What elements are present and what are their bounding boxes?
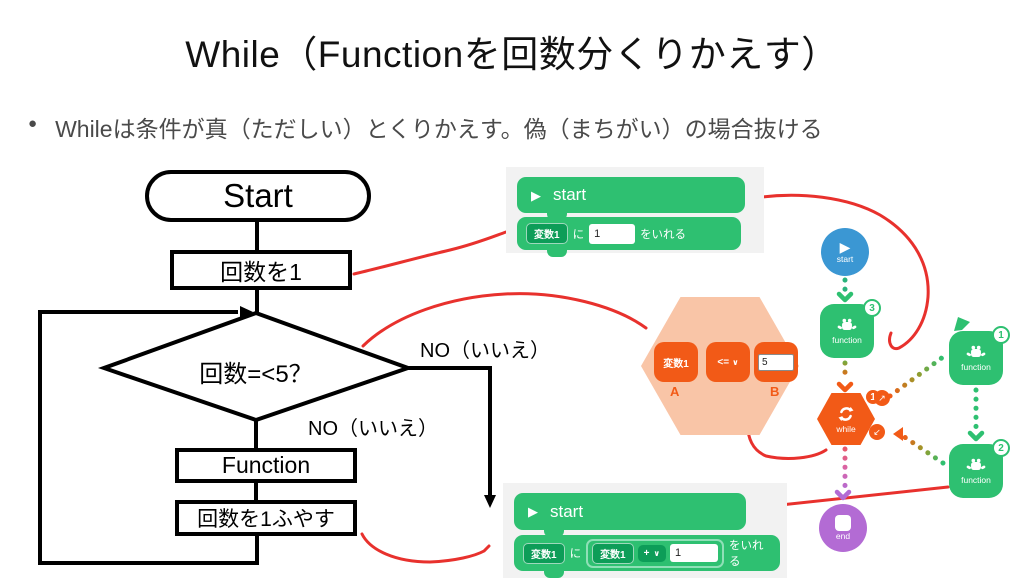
label-a: A — [670, 384, 680, 399]
variable-pill[interactable]: 変数1 — [592, 542, 634, 564]
start-hat-block-bottom[interactable]: ▶ start — [514, 493, 746, 530]
chevron-down-icon: ∨ — [732, 357, 739, 367]
start-hat-label: start — [553, 185, 587, 204]
label-b: B — [770, 384, 780, 399]
node-while-label: while — [836, 424, 856, 435]
flowchart-condition: 回数=<5？ — [199, 361, 313, 388]
node-order-badge: 1 — [992, 326, 1010, 344]
node-end-label: end — [835, 531, 851, 542]
condition-variable-block[interactable]: 変数1 — [654, 342, 698, 382]
operator-dropdown[interactable]: + ∨ — [637, 544, 666, 562]
scratch-panel-top: ▶ start 変数1 に をいれる — [506, 167, 764, 257]
start-hat-block-top[interactable]: ▶ start — [517, 177, 745, 213]
variable-pill[interactable]: 変数1 — [526, 223, 568, 244]
node-function-label: function — [832, 335, 862, 346]
node-order-badge: 2 — [992, 439, 1010, 457]
flowchart-no-label-below: NO（いいえ） — [308, 418, 438, 440]
loop-return-connector[interactable]: ↙ — [869, 424, 885, 440]
flowchart-no-label-right: NO（いいえ） — [420, 340, 550, 362]
node-start-label: start — [836, 254, 854, 265]
operator-value: + — [643, 547, 650, 559]
suffix-label: をいれる — [640, 228, 687, 241]
node-start[interactable]: ▶ start — [821, 228, 869, 276]
suffix-label: をいれる — [728, 540, 764, 568]
node-function-label: function — [961, 475, 991, 486]
value-input[interactable] — [669, 544, 718, 562]
loop-out-connector[interactable]: ↗ — [874, 390, 890, 406]
function-icon — [966, 459, 986, 471]
while-loop-icon — [838, 407, 854, 422]
block-tab — [547, 213, 567, 220]
scratch-panel-bottom: ▶ start 変数1 に 変数1 + ∨ をいれる — [503, 483, 787, 578]
condition-value-input[interactable] — [758, 353, 794, 371]
set-variable-block-top[interactable]: 変数1 に をいれる — [517, 217, 741, 250]
bullet-text: Whileは条件が真（ただしい）とくりかえす。偽（まちがい）の場合抜ける — [55, 116, 823, 142]
flowchart-init-box: 回数を1 — [170, 250, 352, 290]
page-title: While（Functionを回数分くりかえす） — [185, 34, 839, 75]
flowchart-function-box: Function — [175, 448, 357, 483]
arrow-up-right-icon: ↗ — [878, 392, 886, 403]
condition-operator-dropdown[interactable]: <= ∨ — [706, 342, 750, 382]
node-function-label: function — [961, 362, 991, 373]
set-variable-block-bottom[interactable]: 変数1 に 変数1 + ∨ をいれる — [514, 535, 780, 571]
block-tab — [547, 250, 567, 257]
start-hat-label: start — [550, 501, 584, 521]
play-icon: ▶ — [531, 187, 541, 203]
play-icon: ▶ — [839, 239, 851, 256]
node-order-badge: 3 — [863, 299, 881, 317]
function-icon — [966, 346, 986, 358]
flowchart-increment-box: 回数を1ふやす — [175, 500, 357, 536]
bullet-line: ● Whileは条件が真（ただしい）とくりかえす。偽（まちがい）の場合抜ける — [28, 110, 1018, 144]
expression-group: 変数1 + ∨ — [586, 538, 724, 568]
flowchart-start: Start — [145, 170, 371, 222]
particle-label: に — [569, 548, 582, 560]
block-tab — [544, 571, 564, 578]
stop-icon — [835, 515, 851, 532]
node-end[interactable]: end — [819, 504, 867, 552]
particle-label: に — [572, 228, 585, 241]
condition-value-block[interactable] — [754, 342, 798, 382]
play-icon: ▶ — [528, 504, 538, 519]
function-icon — [837, 319, 857, 331]
value-input[interactable] — [589, 223, 636, 244]
arrow-down-left-icon: ↙ — [873, 426, 881, 437]
operator-value: <= — [717, 356, 730, 368]
chevron-down-icon: ∨ — [653, 548, 660, 558]
bullet-marker: ● — [28, 115, 38, 132]
block-tab — [544, 530, 564, 537]
variable-pill[interactable]: 変数1 — [523, 542, 565, 564]
